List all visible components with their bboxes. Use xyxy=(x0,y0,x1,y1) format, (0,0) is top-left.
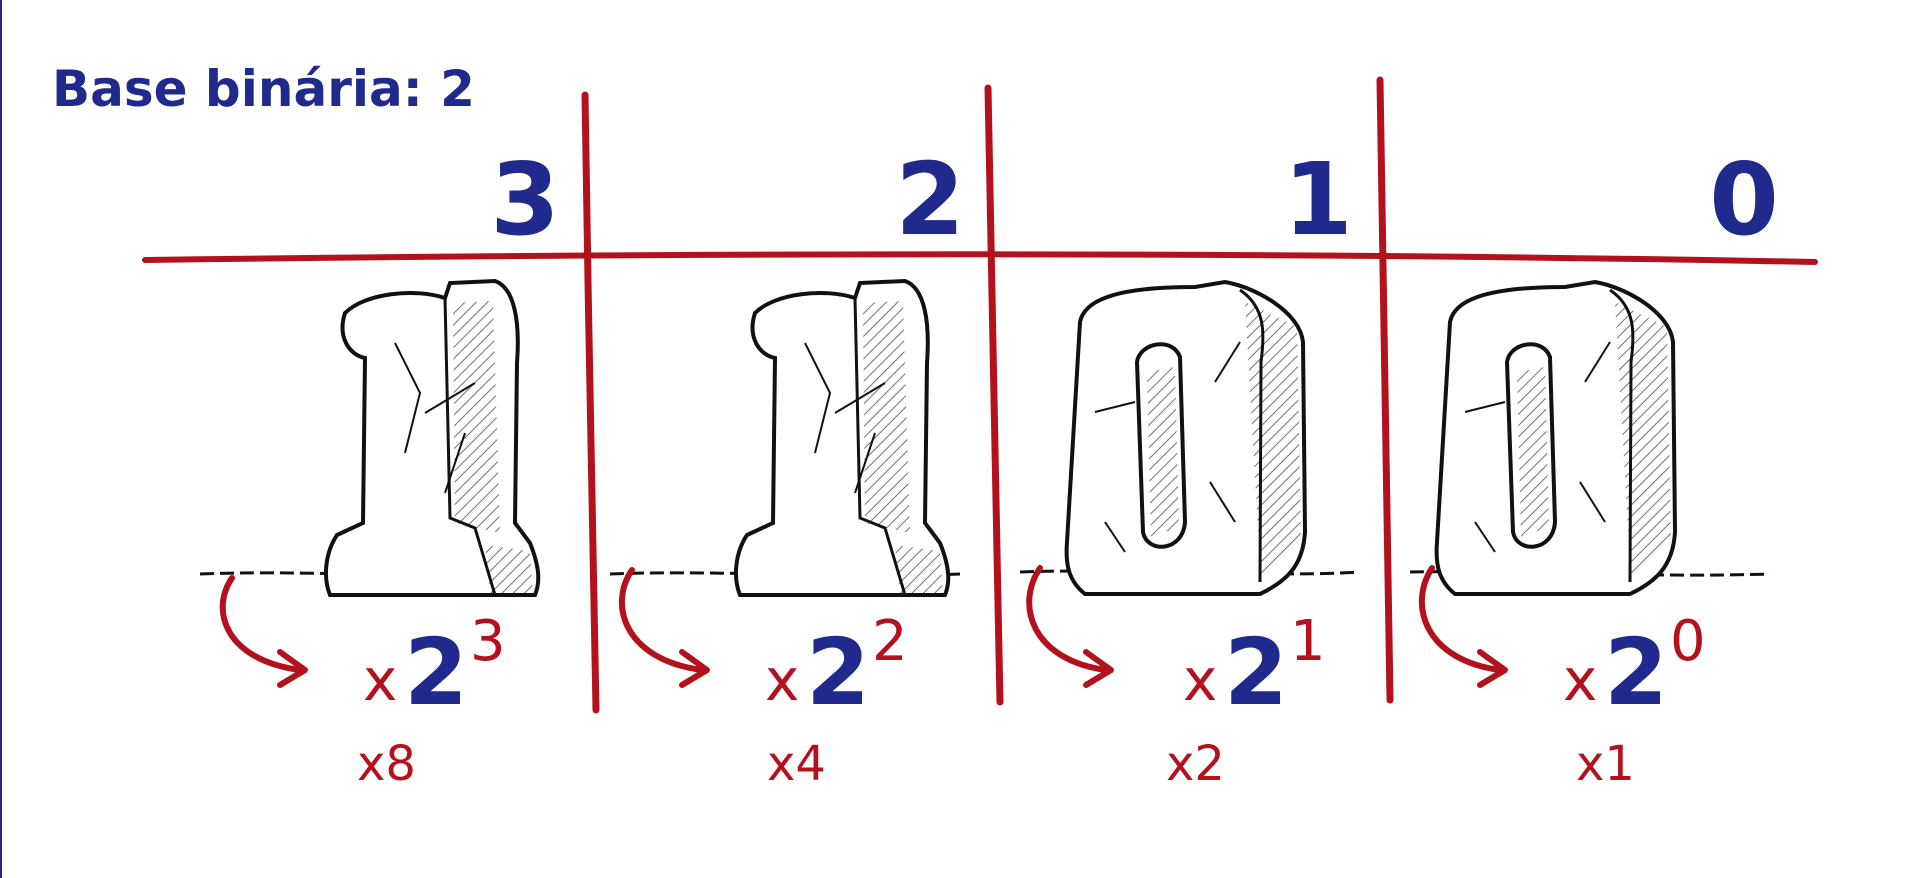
curved-arrow-icon xyxy=(1418,565,1508,688)
position-label: 0 xyxy=(1709,141,1779,258)
place-value-label: x8 xyxy=(357,736,416,792)
multiplier-exponent: 2 xyxy=(872,609,908,674)
multiplier-expression: x 2 3 xyxy=(363,609,506,726)
multiplier-exponent: 0 xyxy=(1670,609,1706,674)
position-label: 2 xyxy=(895,141,965,258)
multiplier-base: 2 xyxy=(1604,619,1668,726)
stone-digit-zero xyxy=(1064,279,1308,596)
place-value-label: x4 xyxy=(767,736,826,792)
multiplier-expression: x 2 2 xyxy=(765,609,908,726)
diagram-title: Base binária: 2 xyxy=(52,60,475,118)
multiplier-expression: x 2 0 xyxy=(1563,609,1706,726)
multiplier-base: 2 xyxy=(404,619,468,726)
multiplier-prefix: x xyxy=(1183,646,1217,714)
column-divider xyxy=(1376,76,1394,704)
curved-arrow-icon xyxy=(1026,565,1114,688)
place-value-label: x2 xyxy=(1166,736,1225,792)
position-labels: 3 2 1 0 xyxy=(490,141,1779,258)
multiplier-expression: x 2 1 xyxy=(1183,609,1326,726)
multiplier-prefix: x xyxy=(765,646,799,714)
stone-digit-one xyxy=(324,278,541,597)
header-line xyxy=(142,251,1818,265)
stone-digit-one xyxy=(734,278,951,597)
place-value-label: x1 xyxy=(1576,736,1635,792)
multiplier-prefix: x xyxy=(363,646,397,714)
column-divider xyxy=(984,84,1004,706)
position-label: 1 xyxy=(1283,141,1353,258)
multiply-arrows xyxy=(219,565,1508,688)
multiplier-exponent: 3 xyxy=(470,609,506,674)
multiplier-prefix: x xyxy=(1563,646,1597,714)
place-values: x8 x4 x2 x1 xyxy=(357,736,1635,792)
multiplier-exponent: 1 xyxy=(1290,609,1326,674)
curved-arrow-icon xyxy=(219,575,308,688)
multiplier-base: 2 xyxy=(806,619,870,726)
multiplier-base: 2 xyxy=(1224,619,1288,726)
position-label: 3 xyxy=(490,141,560,258)
stone-digit-zero xyxy=(1434,279,1678,596)
curved-arrow-icon xyxy=(618,567,710,688)
column-divider xyxy=(581,91,600,714)
